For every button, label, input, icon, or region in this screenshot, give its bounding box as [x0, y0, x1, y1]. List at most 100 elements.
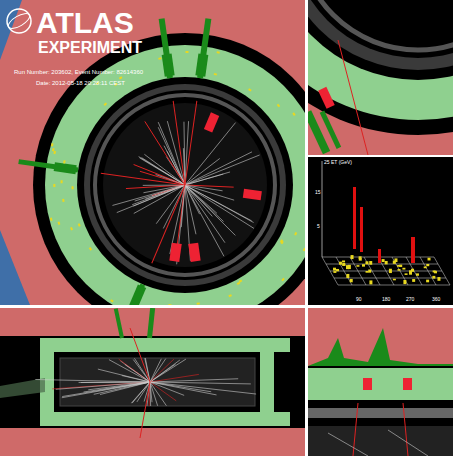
track: [388, 430, 428, 456]
energy-cell: [351, 255, 354, 259]
muon-region: [0, 308, 305, 456]
longitudinal-view: [0, 308, 305, 456]
track: [140, 382, 150, 438]
track: [145, 121, 185, 185]
cell-hit: [72, 186, 74, 189]
cell-hit: [186, 51, 189, 53]
em-deposit: [169, 243, 181, 262]
energy-cell: [333, 271, 336, 273]
energy-cell: [437, 277, 440, 281]
energy-tower: [353, 187, 356, 249]
track: [185, 185, 223, 191]
track: [143, 185, 185, 186]
energy-histogram: [308, 328, 453, 366]
energy-cell: [365, 261, 368, 264]
energy-cell: [433, 270, 436, 272]
track: [62, 382, 150, 397]
track: [112, 185, 185, 205]
track: [150, 359, 166, 382]
jet-tower: [114, 308, 124, 338]
em-deposit: [243, 189, 262, 200]
track: [185, 185, 196, 234]
logo-text: ATLAS: [36, 8, 134, 38]
energy-cell: [399, 265, 402, 267]
event-info: Date: 2012-05-18 20:28:11 CEST: [36, 80, 125, 86]
track: [152, 185, 185, 263]
jet-tower: [320, 111, 341, 149]
jet: [169, 18, 213, 262]
lego-plot: [308, 157, 453, 305]
energy-cell: [405, 273, 408, 275]
energy-cell: [382, 259, 385, 262]
tracker: [308, 426, 453, 456]
track: [88, 382, 150, 390]
jet-tower: [147, 308, 155, 338]
energy-cell: [426, 280, 429, 283]
cell-hit: [277, 104, 280, 108]
atlas-logo: [4, 6, 34, 36]
detector: [0, 336, 305, 428]
track: [150, 382, 217, 395]
jet-tower: [162, 54, 175, 77]
energy-cell: [385, 261, 388, 264]
energy-cell: [397, 269, 400, 271]
energy-cell: [339, 262, 342, 265]
track: [185, 101, 197, 185]
tracker: [90, 90, 280, 280]
solenoid: [308, 0, 453, 135]
hadronic-calorimeter: [308, 368, 453, 400]
cell-hit: [104, 102, 108, 106]
zoom-view: [308, 0, 453, 155]
track: [134, 185, 185, 213]
track: [150, 360, 180, 382]
energy-cell: [350, 279, 353, 282]
tracker: [103, 103, 267, 267]
track: [185, 185, 225, 243]
cell-hit: [58, 221, 61, 224]
track: [185, 158, 220, 185]
track: [140, 171, 185, 185]
cell-hit: [63, 160, 65, 163]
event-info: Run Number: 203602, Event Number: 826143…: [14, 69, 143, 75]
track: [185, 185, 212, 216]
axis-label: 90: [356, 297, 362, 302]
grid-line: [334, 278, 446, 279]
track: [167, 121, 185, 185]
cell-hit: [239, 280, 243, 283]
track: [173, 101, 185, 185]
track: [150, 359, 186, 382]
energy-cell: [348, 265, 351, 269]
energy-cell: [389, 269, 392, 273]
endcap: [260, 352, 274, 412]
energy-tower: [378, 249, 381, 263]
track: [98, 369, 150, 382]
cell-hit: [294, 232, 297, 236]
axis-label: 25 ET (GeV): [324, 160, 352, 165]
tracker: [308, 0, 453, 58]
axis-label: 270: [406, 297, 414, 302]
axis-label: 15: [315, 190, 321, 195]
cell-hit: [292, 112, 295, 116]
hadronic-calorimeter: [40, 338, 290, 352]
cell-hit: [70, 227, 73, 231]
track: [150, 382, 184, 395]
hadronic-calorimeter: [308, 0, 453, 120]
track: [130, 328, 150, 382]
axis: [322, 161, 323, 257]
energy-cell: [346, 274, 349, 278]
track: [150, 379, 238, 382]
energy-cell: [333, 268, 336, 271]
cell-hit: [158, 57, 161, 60]
track: [403, 403, 408, 456]
energy-cell: [393, 261, 396, 264]
track: [185, 185, 254, 228]
cell-hit: [62, 199, 64, 202]
logo-ring: [6, 11, 32, 32]
energy-tower: [411, 237, 415, 263]
em-calorimeter: [308, 408, 453, 418]
cell-hit: [50, 218, 53, 221]
axis-label: 5: [317, 224, 320, 229]
em-deposit: [188, 243, 200, 262]
cell-hit: [216, 51, 219, 54]
track: [150, 359, 161, 382]
